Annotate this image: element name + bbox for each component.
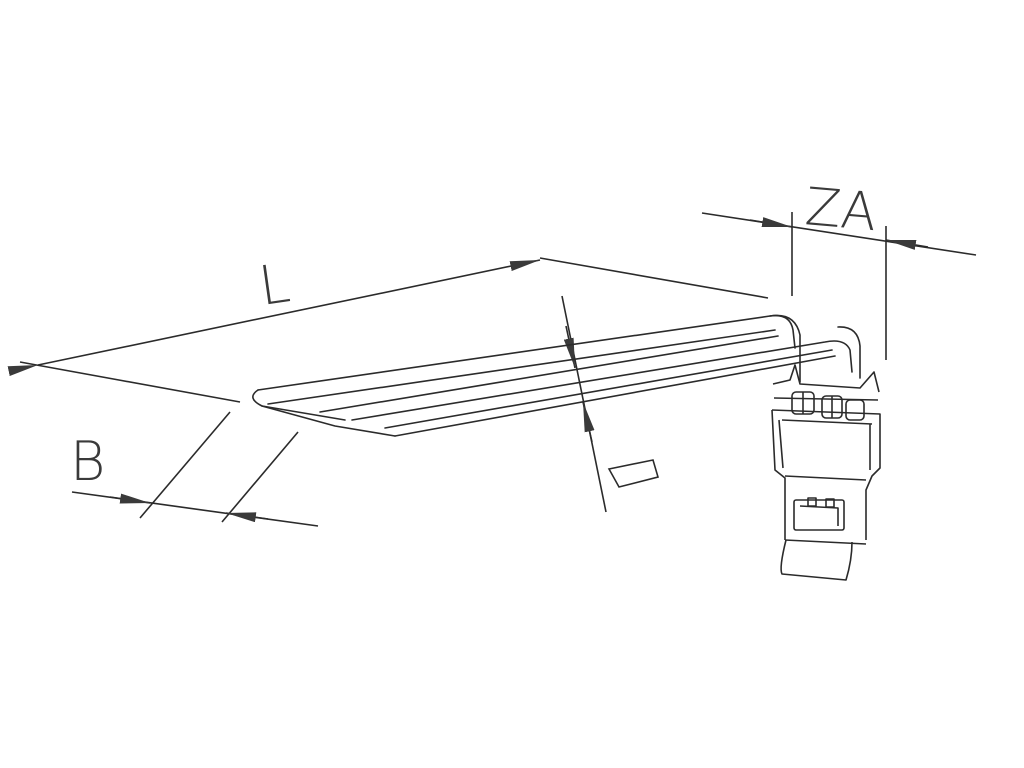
width-extension-line-left <box>139 411 231 519</box>
dimension-width <box>71 411 319 527</box>
diameter-arrow-bottom <box>582 401 595 443</box>
offset-label: ZA <box>803 177 879 243</box>
width-label: B <box>70 430 105 493</box>
offset-arrow-right <box>885 239 929 250</box>
hook-wire <box>252 314 861 437</box>
dimension-diameter <box>561 295 607 513</box>
dimension-offset <box>701 212 977 360</box>
mounting-bracket <box>771 364 881 581</box>
length-extension-line-left <box>19 361 241 403</box>
length-label: L <box>255 251 294 318</box>
length-dimension-line <box>7 259 541 377</box>
width-extension-line-right <box>221 431 299 523</box>
width-dimension-line <box>71 491 319 527</box>
dimension-length <box>7 257 769 403</box>
offset-dimension-line <box>701 212 977 256</box>
diameter-symbol-icon <box>607 459 660 488</box>
length-extension-line-right <box>539 257 769 299</box>
offset-arrow-left <box>749 217 793 228</box>
diameter-arrow-top <box>563 325 576 369</box>
width-arrow-left <box>109 493 151 504</box>
width-arrow-right <box>225 512 269 523</box>
